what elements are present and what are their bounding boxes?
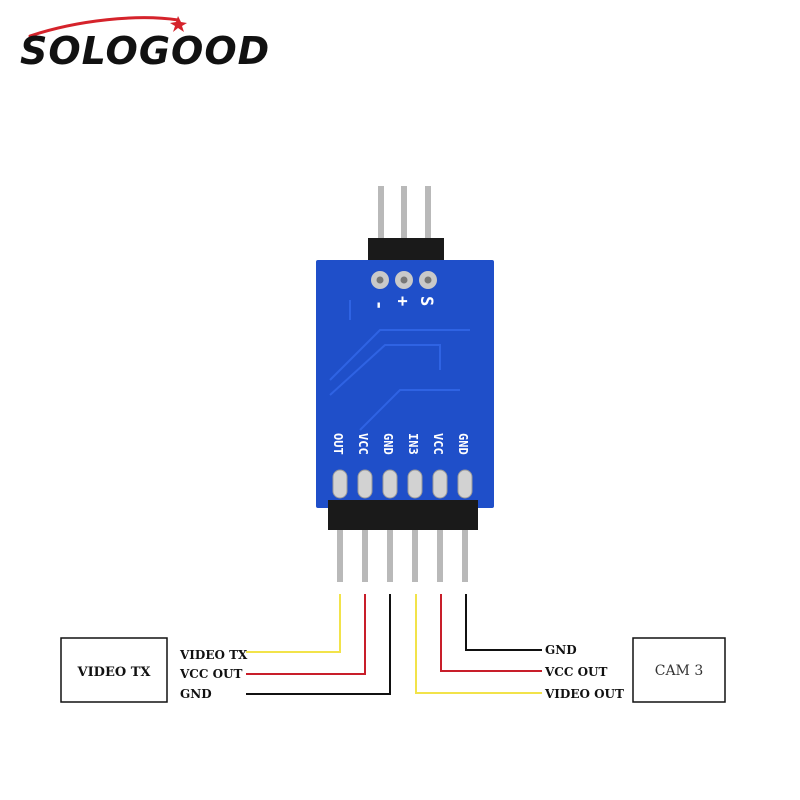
wire-video-out — [415, 594, 542, 694]
silk-pin-vcc-2: VCC — [431, 433, 445, 455]
cam-box-label: CAM 3 — [655, 663, 704, 679]
wire-vcc-out-left — [246, 594, 366, 675]
silk-pin-out: OUT — [331, 433, 345, 455]
top-pin-1 — [378, 186, 384, 244]
wire-vcc-out-right — [440, 594, 542, 672]
silk-minus: - — [369, 300, 389, 310]
bottom-header — [328, 500, 478, 530]
pcb-traces — [329, 300, 470, 431]
top-pin-2 — [401, 186, 407, 244]
cam-box — [632, 637, 726, 703]
wire-gnd-left — [246, 594, 391, 695]
wire-video-tx — [246, 594, 341, 653]
wires-right — [415, 594, 542, 694]
pcb-board — [316, 260, 494, 508]
silk-signal: S — [416, 296, 436, 306]
silk-plus: + — [392, 296, 412, 306]
wires-left — [246, 594, 391, 695]
silk-pin-gnd-2: GND — [456, 433, 470, 455]
label-gnd-right: GND — [545, 643, 577, 657]
logo-star-icon — [170, 16, 187, 32]
video-tx-box-label: VIDEO TX — [77, 665, 152, 680]
label-gnd-left: GND — [180, 687, 212, 701]
video-tx-box — [60, 637, 168, 703]
top-pads — [371, 271, 437, 289]
label-vcc-out-left: VCC OUT — [179, 667, 243, 681]
brand-name: SOLOGOOD — [20, 29, 268, 73]
silk-pin-vcc-1: VCC — [356, 433, 370, 455]
silk-pin-gnd-1: GND — [381, 433, 395, 455]
label-video-out: VIDEO OUT — [544, 687, 624, 701]
logo-swoosh — [28, 16, 180, 38]
label-video-tx: VIDEO TX — [179, 648, 248, 662]
bottom-pads — [332, 469, 473, 499]
bottom-pins — [337, 530, 468, 582]
top-header — [368, 238, 444, 262]
top-pin-3 — [425, 186, 431, 244]
wire-gnd-right — [465, 594, 542, 651]
label-vcc-out-right: VCC OUT — [544, 665, 608, 679]
silk-pin-in3: IN3 — [406, 433, 420, 455]
top-pins — [368, 186, 444, 262]
sologood-logo: SOLOGOOD — [20, 16, 268, 73]
